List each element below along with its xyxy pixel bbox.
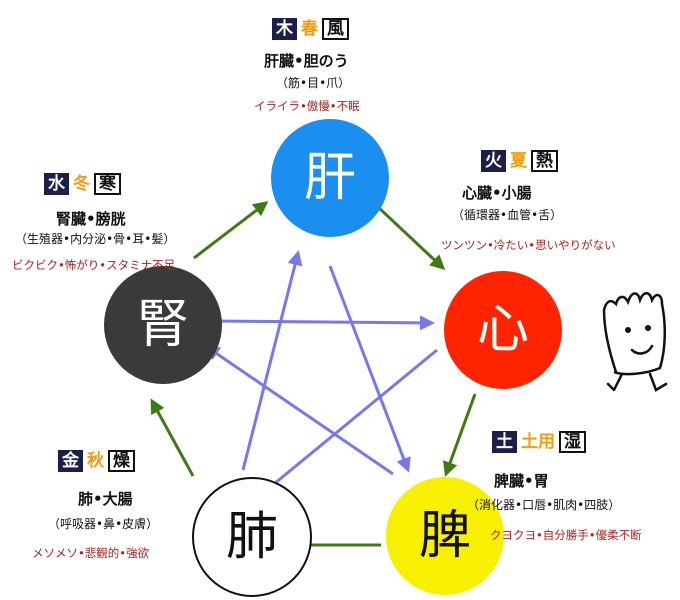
arrow-fire-to-earth — [443, 393, 477, 477]
fire-element-tag: 火 — [481, 150, 506, 172]
wood-liver-circle: 肝 — [271, 119, 389, 237]
water-element-tag: 水 — [44, 173, 69, 195]
generating-cycle — [150, 201, 477, 553]
arrow-metal-to-wood — [241, 250, 303, 471]
wood-climate-tag: 風 — [322, 18, 349, 40]
earth-season-tag: 土用 — [521, 432, 555, 452]
earth-climate-tag: 湿 — [559, 431, 586, 453]
fire-tags: 火 夏 熱 — [481, 150, 558, 172]
fire-climate-tag: 熱 — [531, 150, 558, 172]
earth-tags: 土 土用 湿 — [492, 431, 586, 453]
metal-climate-tag: 燥 — [108, 450, 135, 472]
fire-sub-organs: （循環器•血管•舌） — [452, 208, 563, 222]
metal-sub-organs: （呼吸器•鼻•皮膚） — [48, 517, 159, 531]
arrow-wood-to-fire — [376, 205, 446, 271]
earth-sub-organs: （消化器•口唇•肌肉•四肢） — [467, 498, 621, 512]
water-emotions: ビクビク•怖がり•スタミナ不足 — [12, 258, 176, 272]
earth-organs: 脾臓•胃 — [494, 472, 549, 490]
cartoon-face-icon — [602, 292, 668, 392]
arrow-earth-to-water — [204, 345, 394, 476]
metal-lung-circle: 肺 — [192, 477, 312, 597]
fire-season-tag: 夏 — [510, 151, 527, 171]
arrow-water-to-fire — [209, 315, 435, 331]
wood-emotions: イライラ•傲慢•不眠 — [254, 99, 360, 113]
metal-season-tag: 秋 — [87, 451, 104, 471]
earth-element-tag: 土 — [492, 431, 517, 453]
wood-tags: 木 春 風 — [272, 18, 349, 40]
metal-element-tag: 金 — [58, 450, 83, 472]
fire-emotions: ツンツン•冷たい•思いやりがない — [441, 238, 616, 252]
wood-organs: 肝臓•胆のう — [264, 52, 349, 70]
earth-spleen-circle: 脾 — [386, 477, 504, 595]
fire-organs: 心臓•小腸 — [462, 184, 532, 202]
arrow-fire-to-metal — [260, 348, 438, 495]
water-climate-tag: 寒 — [94, 173, 121, 195]
metal-organs: 肺•大腸 — [78, 490, 133, 508]
arrow-metal-to-water — [150, 398, 195, 477]
metal-tags: 金 秋 燥 — [58, 450, 135, 472]
arrow-water-to-wood — [193, 201, 269, 260]
wood-element-tag: 木 — [272, 18, 297, 40]
water-kidney-circle: 腎 — [104, 266, 222, 384]
arrow-wood-to-earth — [328, 265, 411, 473]
water-season-tag: 冬 — [73, 174, 90, 194]
metal-emotions: メソメソ•悲観的•強欲 — [32, 546, 150, 560]
fire-heart-circle: 心 — [444, 271, 562, 389]
water-tags: 水 冬 寒 — [44, 173, 121, 195]
controlling-cycle — [204, 250, 438, 495]
water-organs: 腎臓•膀胱 — [56, 210, 126, 228]
wood-sub-organs: （筋•目•爪） — [276, 76, 351, 90]
wood-season-tag: 春 — [301, 19, 318, 39]
water-sub-organs: （生殖器•内分泌•骨•耳•髪） — [15, 232, 176, 246]
earth-emotions: クヨクヨ•自分勝手•優柔不断 — [490, 528, 642, 542]
